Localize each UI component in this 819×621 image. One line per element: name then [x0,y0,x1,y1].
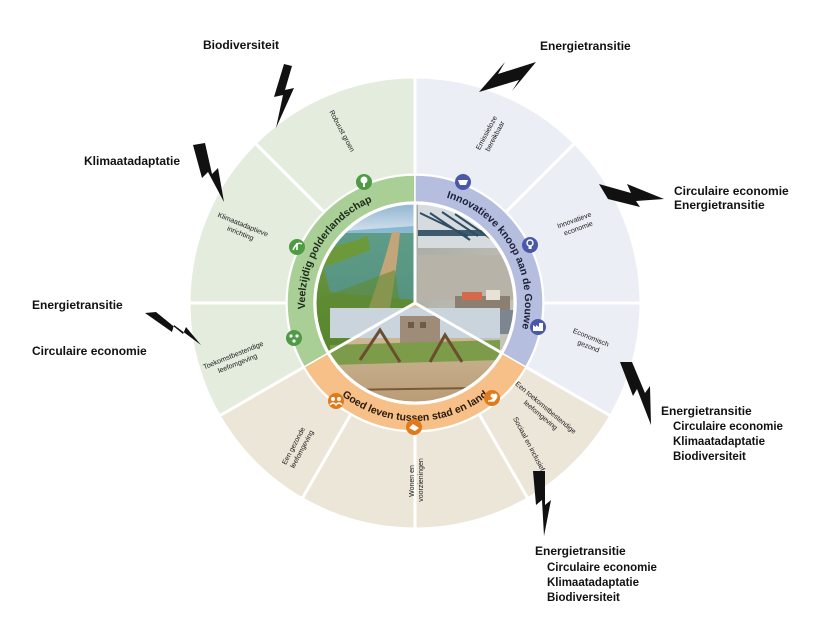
collage-dividers [313,201,517,405]
lightning-icon [620,362,651,425]
lightbulb-icon[interactable] [522,237,538,253]
tree-icon[interactable] [356,174,372,190]
label-circulaire-economie-right: Circulaire economie [674,184,789,198]
label-right-mid-1: Circulaire economie [673,421,783,433]
label-biodiversiteit-top: Biodiversiteit [203,38,280,52]
label-energietransitie-left: Energietransitie [32,298,123,312]
network-icon[interactable] [286,330,302,346]
mask-icon[interactable] [455,174,471,190]
label-bottom-0: Energietransitie [535,544,626,558]
lightning-icon [479,62,536,92]
hand-heart-icon[interactable] [484,390,500,406]
lightning-icon [274,64,294,128]
lightning-icon [599,184,664,207]
ring-icons [286,174,546,435]
label-right-mid-2: Klimaatadaptatie [673,436,766,448]
label-right-mid-3: Biodiversiteit [673,451,746,463]
label-energietransitie-right: Energietransitie [674,198,765,212]
factory-icon[interactable] [530,319,546,335]
lightning-bolts [145,62,664,536]
people-icon[interactable] [328,393,344,409]
lightning-icon [145,312,201,345]
label-energietransitie-top: Energietransitie [540,39,631,53]
outer-segments [187,75,643,531]
handshake-icon[interactable] [406,419,422,435]
label-bottom-1: Circulaire economie [547,562,657,574]
label-bottom-3: Biodiversiteit [547,592,620,604]
lightning-icon [533,471,551,536]
label-klimaatadaptatie-left: Klimaatadaptatie [84,154,181,168]
plant-icon[interactable] [289,239,305,255]
label-bottom-2: Klimaatadaptatie [547,577,640,589]
lightning-icon [193,143,224,202]
label-circulaire-economie-left: Circulaire economie [32,344,147,358]
label-right-mid-0: Energietransitie [661,404,752,418]
label-wonen-en-voorzieningen: Wonen en voorzieningen [409,458,425,502]
